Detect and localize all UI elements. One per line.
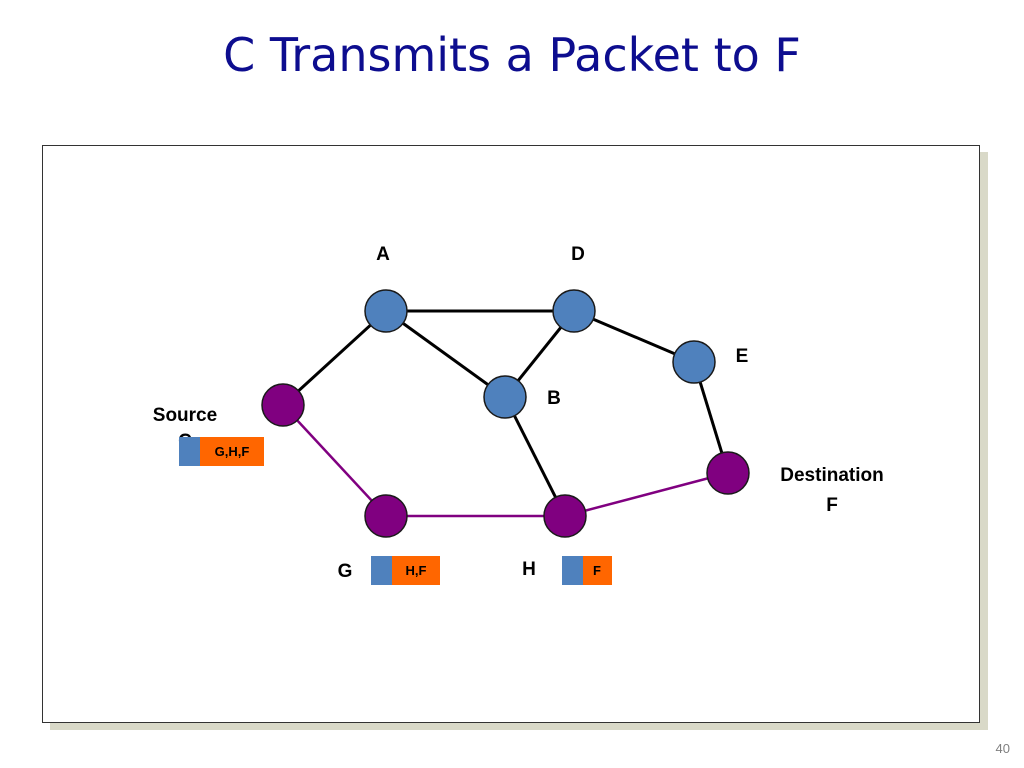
node-H [543, 494, 587, 538]
node-D [552, 289, 596, 333]
packet-route-box [200, 437, 264, 466]
packet-route-label: H,F [406, 563, 427, 578]
edge-C-A [281, 309, 388, 407]
node-B [483, 375, 527, 419]
packet-at-G: H,F [371, 556, 440, 585]
packet-header-blue [179, 437, 200, 466]
node-F [706, 451, 750, 495]
label-H: H [522, 559, 536, 580]
packet-header-blue [562, 556, 583, 585]
node-G [364, 494, 408, 538]
packet-at-H: F [562, 556, 612, 585]
page-number: 40 [995, 741, 1010, 756]
edge-B-H [503, 396, 567, 517]
edge-C-G [282, 404, 387, 517]
node-A [364, 289, 408, 333]
label-B: B [547, 388, 561, 409]
label-D: D [571, 244, 585, 265]
packet-route-box [392, 556, 440, 585]
label-source: Source [153, 405, 217, 426]
edge-H-F [564, 471, 729, 518]
label-F: F [826, 495, 838, 516]
diagram-frame [42, 145, 980, 723]
slide-title: C Transmits a Packet to F [223, 28, 801, 82]
label-G: G [338, 561, 353, 582]
packet-route-box [583, 556, 612, 585]
packet-header-blue [371, 556, 392, 585]
label-A: A [376, 244, 390, 265]
label-E: E [736, 346, 749, 367]
node-E [672, 340, 716, 384]
edge-A-B [385, 309, 506, 399]
packet-route-label: G,H,F [215, 444, 250, 459]
packet-route-label: F [593, 563, 601, 578]
label-destination: Destination [780, 465, 883, 486]
node-C [261, 383, 305, 427]
packet-at-C: G,H,F [179, 437, 264, 466]
